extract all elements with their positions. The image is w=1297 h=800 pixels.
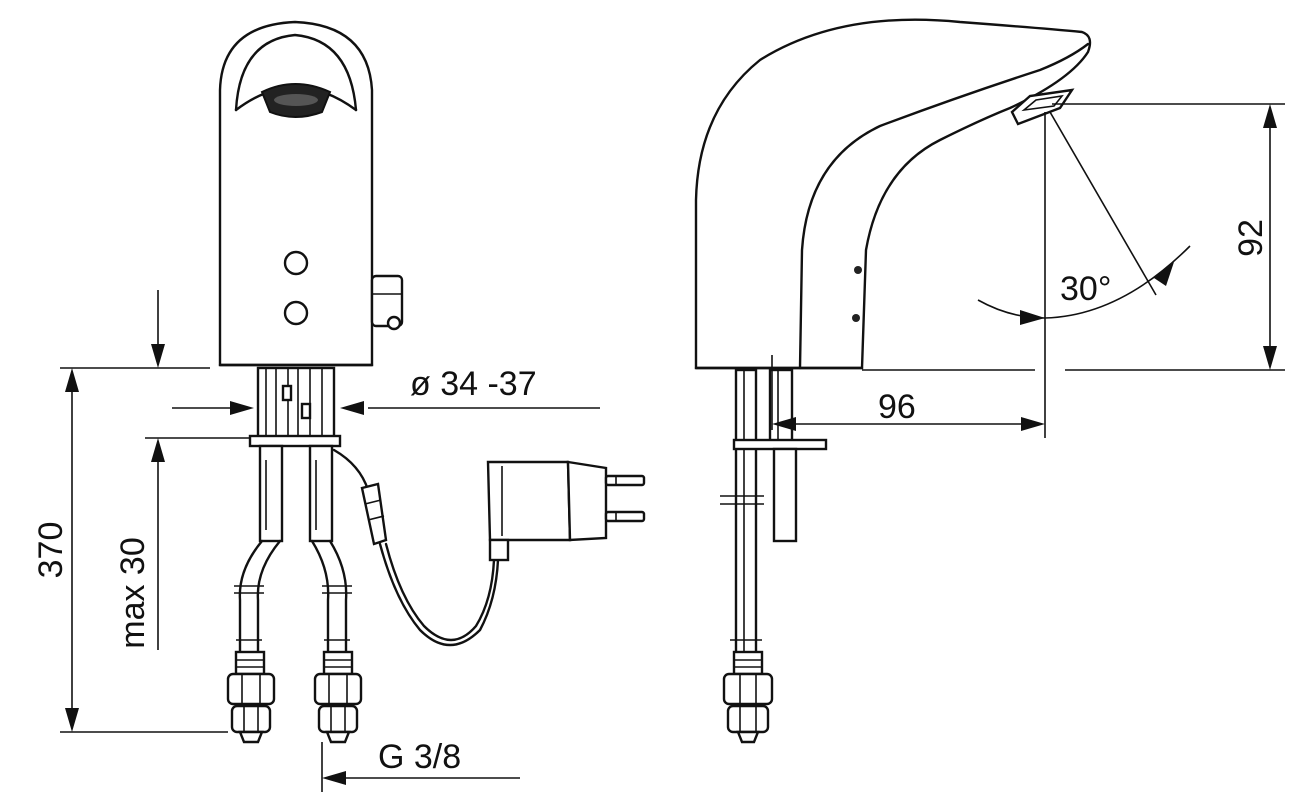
hose-connector-nut-icon	[722, 650, 774, 744]
dimension-92: 92	[862, 103, 1285, 371]
hose-connector-nut-icon	[226, 650, 276, 744]
dimension-sensor-angle: 30°	[977, 111, 1191, 325]
sensor-button-upper	[283, 250, 309, 276]
power-adapter-plug-icon	[486, 460, 646, 562]
faucet-side-view	[694, 18, 1092, 744]
supply-hoses	[234, 444, 352, 662]
dimension-hole-diameter-label: ø 34 -37	[410, 365, 537, 403]
hose-connector-nut-icon	[313, 650, 363, 744]
dimension-max-30-label: max 30	[114, 537, 152, 649]
dimension-connection-label: G 3/8	[378, 738, 461, 776]
dimension-370-label: 370	[32, 522, 70, 579]
dimension-hole-diameter: ø 34 -37	[172, 365, 600, 415]
sensor-button-lower	[283, 300, 309, 326]
dimension-sensor-angle-label: 30°	[1060, 270, 1111, 308]
shank-bundle	[256, 366, 336, 440]
dimension-connection: G 3/8	[321, 738, 520, 792]
dimension-96: 96	[771, 112, 1046, 438]
faucet-front-view	[218, 20, 646, 744]
power-cable	[332, 448, 500, 647]
dimension-max-30: max 30	[114, 290, 250, 650]
mounting-plate	[248, 434, 342, 448]
side-cap	[370, 274, 404, 331]
sensor-window-icon	[1010, 88, 1075, 126]
dimension-96-label: 96	[878, 388, 916, 426]
aerator-icon	[260, 83, 332, 118]
dimension-370: 370	[32, 367, 228, 733]
dimension-92-label: 92	[1232, 219, 1270, 257]
